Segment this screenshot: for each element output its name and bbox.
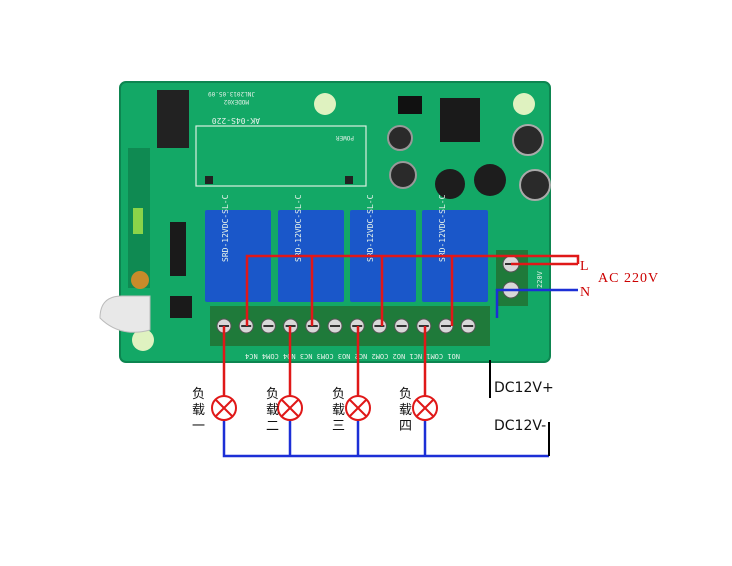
pin-header	[170, 296, 192, 318]
inductor	[474, 164, 506, 196]
load-lamp-4	[412, 395, 438, 421]
load-lamp-1	[211, 395, 237, 421]
load-3-char-2: 载	[332, 403, 345, 418]
antenna-knob	[99, 295, 151, 333]
dc-plus-label: DC12V+	[494, 380, 554, 396]
ic-chip	[157, 90, 189, 148]
board-submodel-text: MODEX02	[223, 98, 249, 105]
ac-block-label: 220V	[536, 270, 544, 288]
loads: 负 载 一 负 载 二 负 载 三 负 载 四	[192, 387, 438, 434]
board-date-text: JNL2013.05.09	[208, 90, 255, 97]
load-2-char-3: 二	[266, 419, 279, 434]
mounting-hole	[513, 93, 535, 115]
svg-text:SRD-12VDC-SL-C: SRD-12VDC-SL-C	[221, 194, 230, 262]
terminal-labels: NO1 COM1 NC1 NO2 COM2 NC2 NO3 COM3 NC3 N…	[245, 352, 460, 360]
ac-n-label: N	[580, 285, 590, 300]
load-1-char-2: 载	[192, 403, 205, 418]
wires-red	[222, 254, 580, 396]
load-2-char-2: 载	[266, 403, 279, 418]
capacitor	[512, 124, 544, 156]
pin-header	[170, 222, 186, 276]
relays: SRD-12VDC-SL-C SRD-12VDC-SL-C SRD-12VDC-…	[205, 194, 488, 302]
load-lamp-2	[277, 395, 303, 421]
ac-voltage-label: AC 220V	[598, 271, 659, 286]
load-1-char-1: 负	[192, 387, 205, 402]
ac-l-label: L	[580, 259, 589, 274]
svg-text:SRD-12VDC-SL-C: SRD-12VDC-SL-C	[294, 194, 303, 262]
capacitor	[389, 161, 417, 189]
dc-minus-label: DC12V-	[494, 418, 546, 434]
capacitor	[519, 169, 551, 201]
svg-text:SRD-12VDC-SL-C: SRD-12VDC-SL-C	[366, 194, 375, 262]
relay-4: SRD-12VDC-SL-C	[422, 194, 488, 302]
inductor	[435, 169, 465, 199]
load-4-char-1: 负	[399, 387, 412, 402]
mounting-hole	[314, 93, 336, 115]
load-2-char-1: 负	[266, 387, 279, 402]
wires-black	[489, 360, 550, 456]
load-3-char-1: 负	[332, 387, 345, 402]
load-1-char-3: 一	[192, 419, 205, 434]
antenna-coil	[131, 271, 149, 289]
power-module	[440, 98, 480, 142]
power-label: POWER	[336, 134, 354, 141]
relay-1: SRD-12VDC-SL-C	[205, 194, 271, 302]
board-model-text: AK-04S-220	[212, 116, 260, 125]
ac-terminal-block: 220V	[496, 250, 544, 306]
load-lamp-3	[345, 395, 371, 421]
mounting-hole	[132, 329, 154, 351]
load-3-char-3: 三	[332, 419, 345, 434]
svg-text:SRD-12VDC-SL-C: SRD-12VDC-SL-C	[438, 194, 447, 262]
capacitor	[387, 125, 413, 151]
load-4-char-2: 载	[399, 403, 412, 418]
transistor	[398, 96, 422, 114]
load-4-char-3: 四	[399, 419, 412, 434]
rf-component	[133, 208, 143, 234]
wires-blue	[222, 288, 578, 458]
relay-terminal-block: NO1 COM1 NC1 NO2 COM2 NC2 NO3 COM3 NC3 N…	[210, 306, 490, 360]
